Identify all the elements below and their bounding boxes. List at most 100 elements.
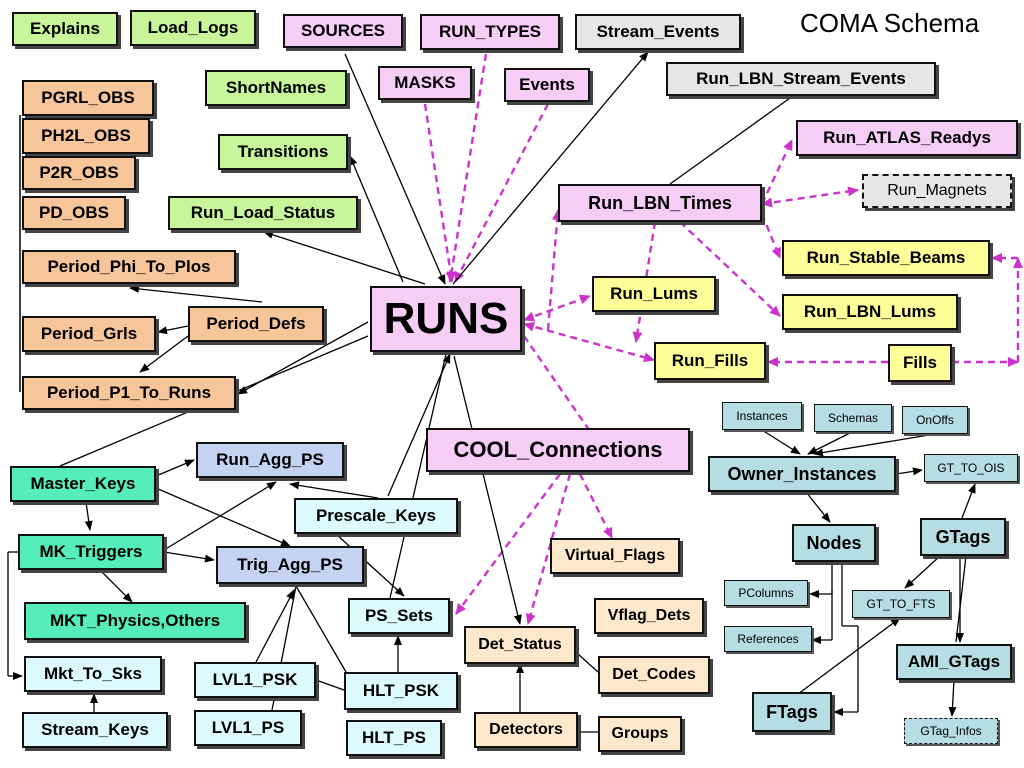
node-ami-gtags[interactable]: AMI_GTags <box>896 644 1012 680</box>
edge-5 <box>349 155 404 283</box>
edge-1 <box>446 53 488 283</box>
edge-56 <box>895 467 923 476</box>
node-run-load-status[interactable]: Run_Load_Status <box>168 196 358 230</box>
edge-71 <box>948 679 957 717</box>
node-masks[interactable]: MASKS <box>378 66 472 100</box>
node-run-lums[interactable]: Run_Lums <box>592 276 716 312</box>
edge-39 <box>389 353 447 599</box>
node-prescale-keys[interactable]: Prescale_Keys <box>294 498 458 534</box>
edge-8 <box>669 97 791 185</box>
node-gtag-infos[interactable]: GTag_Infos <box>904 718 998 744</box>
node-pd-obs[interactable]: PD_OBS <box>22 196 126 230</box>
node-lvl1-ps[interactable]: LVL1_PS <box>194 710 302 746</box>
node-hlt-ps[interactable]: HLT_PS <box>346 720 442 756</box>
node-det-codes[interactable]: Det_Codes <box>598 656 710 694</box>
node-sources[interactable]: SOURCES <box>283 14 403 48</box>
node-hlt-psk[interactable]: HLT_PSK <box>344 672 458 710</box>
node-stream-events[interactable]: Stream_Events <box>575 14 741 50</box>
node-gt-to-fts[interactable]: GT_TO_FTS <box>852 590 950 618</box>
edge-15 <box>760 139 794 205</box>
node-events[interactable]: Events <box>504 68 590 102</box>
edge-42 <box>578 473 614 539</box>
node-schemas[interactable]: Schemas <box>814 404 892 432</box>
edge-16 <box>679 221 781 317</box>
node-master-keys[interactable]: Master_Keys <box>10 466 156 502</box>
node-ps-sets[interactable]: PS_Sets <box>348 598 450 634</box>
edge-0 <box>344 53 446 285</box>
edge-28 <box>84 501 93 531</box>
node-mkt-to-sks[interactable]: Mkt_To_Sks <box>24 656 162 692</box>
edge-41 <box>525 473 572 625</box>
edge-30 <box>163 551 215 563</box>
node-gtags[interactable]: GTags <box>920 518 1006 556</box>
edge-4 <box>452 51 649 285</box>
node-cool-connections[interactable]: COOL_Connections <box>426 428 690 472</box>
edge-24 <box>139 335 189 373</box>
node-onoffs[interactable]: OnOffs <box>902 406 968 434</box>
node-run-fills[interactable]: Run_Fills <box>654 342 766 380</box>
node-fills[interactable]: Fills <box>888 344 952 382</box>
edge-69 <box>955 555 967 643</box>
node-run-agg-ps[interactable]: Run_Agg_PS <box>196 442 344 478</box>
node-mk-triggers[interactable]: MK_Triggers <box>18 534 164 570</box>
edge-10 <box>523 321 655 363</box>
edge-46 <box>315 679 345 691</box>
node-run-lbn-stream-events[interactable]: Run_LBN_Stream_Events <box>666 62 936 96</box>
node-ph2l-obs[interactable]: PH2L_OBS <box>22 118 150 154</box>
node-pcolumns[interactable]: PColumns <box>724 580 808 606</box>
node-virtual-flags[interactable]: Virtual_Flags <box>550 538 680 574</box>
edge-29 <box>163 481 277 551</box>
node-period-defs[interactable]: Period_Defs <box>188 306 324 342</box>
edge-9 <box>523 294 591 322</box>
edge-43 <box>453 355 522 625</box>
edge-6 <box>263 230 426 285</box>
edge-57 <box>805 491 831 523</box>
edge-3 <box>453 103 550 283</box>
node-gt-to-ois[interactable]: GT_TO_OIS <box>924 454 1018 482</box>
node-period-phi-to-plos[interactable]: Period_Phi_To_Plos <box>22 250 236 284</box>
node-lvl1-psk[interactable]: LVL1_PSK <box>194 662 316 698</box>
node-detectors[interactable]: Detectors <box>474 712 578 748</box>
node-runs[interactable]: RUNS <box>370 286 522 352</box>
edge-31 <box>99 569 133 603</box>
node-groups[interactable]: Groups <box>598 716 682 752</box>
edge-37 <box>289 481 379 499</box>
node-period-grls[interactable]: Period_Grls <box>22 316 156 352</box>
node-instances[interactable]: Instances <box>722 402 802 430</box>
node-references[interactable]: References <box>724 626 812 652</box>
edge-23 <box>157 325 189 335</box>
node-shortnames[interactable]: ShortNames <box>205 70 347 106</box>
edge-47 <box>255 589 295 663</box>
edge-2 <box>423 103 456 283</box>
edge-14 <box>760 213 782 259</box>
node-run-stable-beams[interactable]: Run_Stable_Beams <box>782 240 990 276</box>
node-ftags[interactable]: FTags <box>752 692 832 732</box>
edge-13 <box>761 186 859 208</box>
node-pgrl-obs[interactable]: PGRL_OBS <box>22 80 154 116</box>
node-run-atlas-readys[interactable]: Run_ATLAS_Readys <box>796 120 1018 156</box>
node-load-logs[interactable]: Load_Logs <box>130 10 256 46</box>
node-explains[interactable]: Explains <box>12 12 118 46</box>
node-trig-agg-ps[interactable]: Trig_Agg_PS <box>216 546 364 584</box>
node-vflag-dets[interactable]: Vflag_Dets <box>594 598 704 634</box>
edge-55 <box>813 433 936 457</box>
edge-67 <box>904 555 941 589</box>
edge-27 <box>155 487 291 547</box>
node-run-magnets[interactable]: Run_Magnets <box>862 174 1012 208</box>
node-p2r-obs[interactable]: P2R_OBS <box>22 156 136 190</box>
node-nodes[interactable]: Nodes <box>792 524 876 562</box>
edge-22 <box>129 284 263 303</box>
node-owner-instances[interactable]: Owner_Instances <box>708 456 896 492</box>
edge-36 <box>387 353 451 497</box>
edge-66 <box>961 483 976 519</box>
node-run-types[interactable]: RUN_TYPES <box>420 14 560 50</box>
node-mkt-physics-others[interactable]: MKT_Physics,Others <box>24 602 246 640</box>
node-transitions[interactable]: Transitions <box>218 134 348 170</box>
node-det-status[interactable]: Det_Status <box>464 626 576 664</box>
edge-40 <box>455 473 561 615</box>
node-period-p1-to-runs[interactable]: Period_P1_To_Runs <box>22 376 236 410</box>
node-stream-keys[interactable]: Stream_Keys <box>22 712 168 748</box>
node-run-lbn-times[interactable]: Run_LBN_Times <box>558 184 762 222</box>
node-run-lbn-lums[interactable]: Run_LBN_Lums <box>782 294 958 330</box>
